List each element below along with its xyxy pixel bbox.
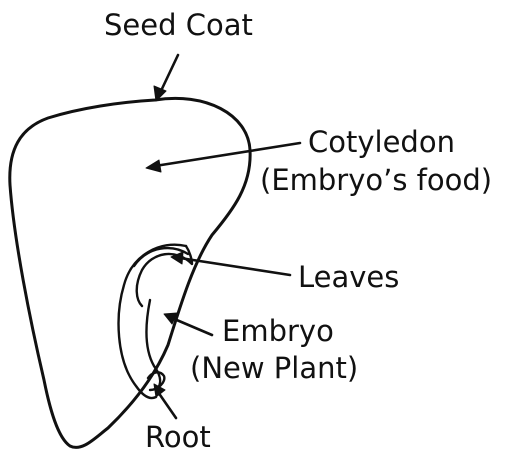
cotyledon-label: Cotyledon [308,125,455,159]
seed-coat-label: Seed Coat [104,8,253,42]
seed-coat-outline [10,98,250,447]
cotyledon-note-label: (Embryo’s food) [260,163,492,197]
embryo-arrow [172,318,212,335]
root-arrow [158,392,176,418]
leaves-label: Leaves [298,260,399,294]
cotyledon-arrowhead [146,160,161,172]
root-label: Root [145,420,211,454]
embryo-label: Embryo [222,314,334,348]
seed-coat-arrow [160,55,178,93]
embryo-note-label: (New Plant) [190,351,358,385]
